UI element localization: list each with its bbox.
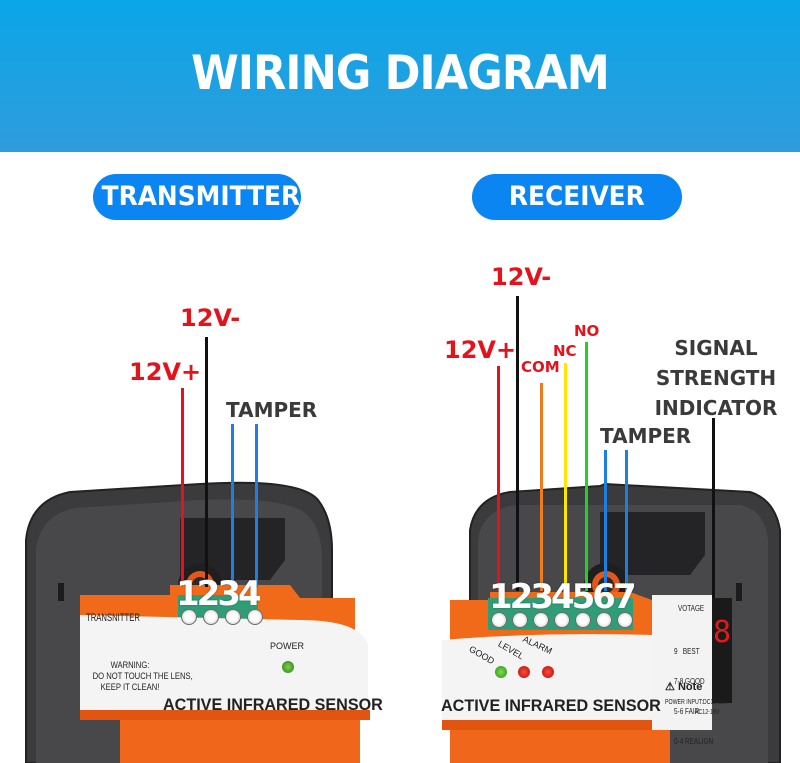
transmitter-12v-pos-wire — [181, 388, 184, 585]
screw — [617, 612, 633, 628]
warning-line: KEEP IT CLEAN! — [100, 682, 160, 692]
receiver-badge: RECEIVER — [472, 174, 682, 220]
receiver-12v-neg-wire — [516, 296, 519, 591]
screw — [181, 609, 197, 625]
screw — [512, 612, 528, 628]
side-slot — [58, 583, 64, 601]
transmitter-badge: TRANSMITTER — [93, 174, 301, 220]
transmitter-terminal-numbers: 1234 — [176, 574, 262, 614]
transmitter-12v-neg-label: 12V- — [180, 304, 241, 332]
band-edge — [442, 720, 662, 730]
receiver-12v-neg-label: 12V- — [491, 263, 552, 291]
screw — [203, 609, 219, 625]
receiver-tamper-wire-a — [604, 450, 607, 591]
level-led — [518, 666, 530, 678]
header-banner: WIRING DIAGRAM — [0, 0, 800, 152]
voltage-row: 0-4 REALIGN — [674, 737, 714, 746]
voltage-row: 5-6 FAIR — [674, 707, 700, 716]
receiver-nc-label: NC — [553, 342, 577, 360]
receiver-12v-pos-label: 12V+ — [444, 336, 517, 364]
power-label: POWER — [270, 641, 305, 651]
alarm-led — [542, 666, 554, 678]
receiver-screw-terminals — [491, 612, 633, 628]
warning-line: DO NOT TOUCH THE LENS, — [92, 671, 193, 681]
receiver-badge-label: RECEIVER — [509, 181, 645, 212]
receiver-tamper-label: TAMPER — [600, 424, 692, 448]
receiver-12v-pos-wire — [497, 366, 500, 591]
voltage-row: 9 BEST — [674, 647, 700, 656]
receiver-product-name: ACTIVE INFRARED SENSOR — [441, 696, 661, 715]
screw — [554, 612, 570, 628]
band-edge — [80, 710, 370, 720]
lens-base — [120, 720, 360, 763]
transmitter-side-label: TRANSNITTER — [86, 612, 140, 624]
transmitter-12v-pos-label: 12V+ — [129, 358, 202, 386]
page-title: WIRING DIAGRAM — [191, 46, 610, 101]
receiver-terminal-numbers: 1234567 — [489, 577, 637, 617]
power-led — [282, 661, 294, 673]
transmitter-tamper-label: TAMPER — [226, 398, 318, 422]
signal-label-line: SIGNAL — [674, 336, 758, 360]
screw — [491, 612, 507, 628]
receiver-no-wire — [585, 342, 588, 591]
lens-base — [450, 730, 670, 763]
voltage-card — [652, 595, 712, 730]
transmitter-product-name: ACTIVE INFRARED SENSOR — [163, 695, 383, 714]
screw — [247, 609, 263, 625]
receiver-com-label: COM — [521, 358, 560, 376]
transmitter-tamper-wire-a — [231, 424, 234, 587]
side-slot — [736, 583, 742, 601]
receiver-tamper-wire-b — [625, 450, 628, 591]
signal-display — [712, 598, 732, 703]
label-band — [80, 615, 368, 715]
voltage-table: 9 BEST 7-8 GOOD 5-6 FAIR 0-4 REALIGN — [674, 627, 713, 757]
screw — [596, 612, 612, 628]
warning-triangle-icon: ⚠ — [665, 681, 675, 693]
screw — [575, 612, 591, 628]
note-title: ⚠ Note — [665, 680, 702, 693]
note-line: AC12-18V — [695, 709, 720, 716]
receiver-com-wire — [540, 383, 543, 591]
receiver-no-label: NO — [574, 322, 600, 340]
transmitter-badge-label: TRANSMITTER — [101, 181, 301, 212]
good-led — [495, 666, 507, 678]
warning-line: WARNING: — [110, 660, 150, 670]
screw — [533, 612, 549, 628]
note-line: POWER INPUT:DC12-18V — [665, 699, 728, 706]
signal-indicator-pointer — [712, 418, 715, 598]
signal-digit-display: 8 — [713, 615, 732, 650]
signal-label-line: STRENGTH — [655, 366, 777, 390]
transmitter-tamper-wire-b — [255, 424, 258, 587]
note-title-text: Note — [677, 681, 703, 693]
voltage-title: VOTAGE — [678, 604, 705, 613]
transmitter-12v-neg-wire — [205, 337, 208, 587]
signal-strength-label: SIGNAL STRENGTH INDICATOR — [652, 333, 780, 423]
note-text: POWER INPUT:DC12-18V AC12-18V — [665, 698, 727, 718]
warning-text: WARNING: DO NOT TOUCH THE LENS, KEEP IT … — [92, 660, 193, 693]
signal-label-line: INDICATOR — [654, 396, 778, 420]
label-band — [442, 634, 652, 725]
screw — [225, 609, 241, 625]
voltage-row: 7-8 GOOD — [674, 677, 705, 686]
receiver-nc-wire — [564, 363, 567, 591]
transmitter-screw-terminals — [181, 609, 263, 625]
